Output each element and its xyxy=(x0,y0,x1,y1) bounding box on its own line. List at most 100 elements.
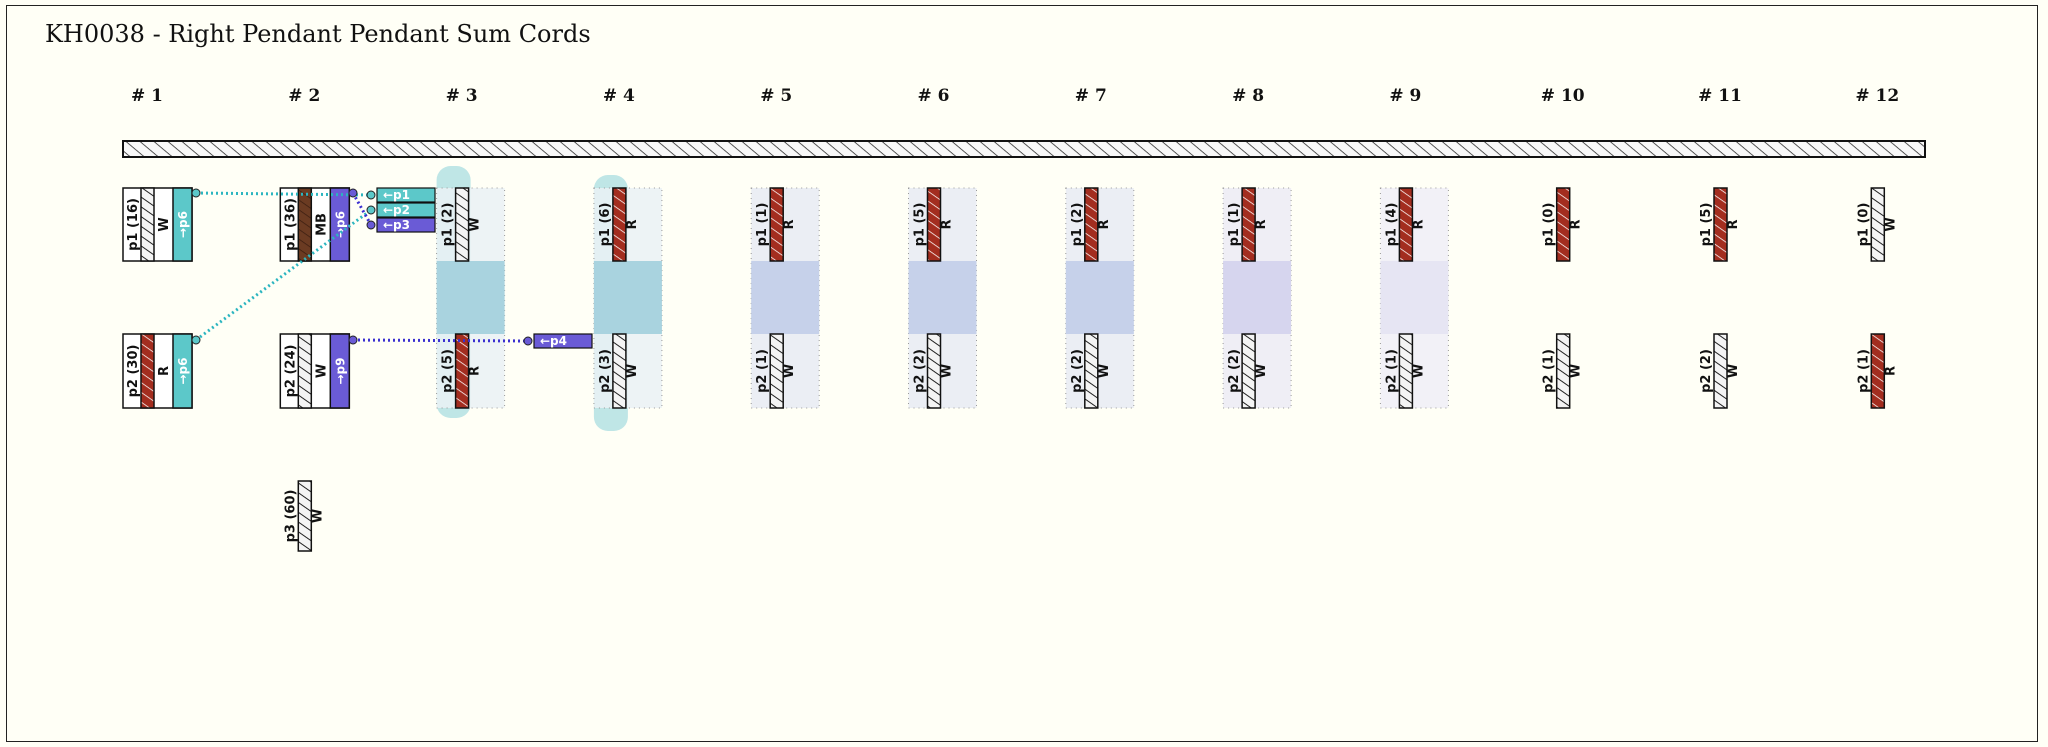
group-label: # 11 xyxy=(1698,86,1742,106)
cord-color-label: MB xyxy=(314,213,329,236)
cord-color-label: R xyxy=(1411,219,1426,229)
sum-connector-line xyxy=(352,338,529,343)
page-title: KH0038 - Right Pendant Pendant Sum Cords xyxy=(45,20,591,48)
sum-group-band xyxy=(751,261,820,334)
pendant-cord[interactable] xyxy=(1870,333,1886,409)
sum-connector-line xyxy=(195,208,372,342)
connector-dot xyxy=(523,336,533,346)
cord-color-label: R xyxy=(625,219,640,229)
pendant-cord[interactable] xyxy=(612,333,627,409)
cord-label: p1 (4) xyxy=(1384,203,1399,247)
group-label: # 4 xyxy=(603,86,635,106)
cord-color-label: R xyxy=(940,219,955,229)
cord-color-label: R xyxy=(1254,219,1269,229)
cord-label: p1 (1) xyxy=(755,203,770,247)
cord-label: p1 (2) xyxy=(441,203,456,247)
pendant-cord[interactable] xyxy=(769,187,784,262)
cord-tag-cell xyxy=(172,187,193,262)
cord-color-label: W xyxy=(1411,364,1426,378)
diagram-frame xyxy=(6,5,2038,742)
pendant-cord[interactable] xyxy=(1084,333,1099,409)
pendant-cord[interactable] xyxy=(926,187,942,262)
sum-group-band xyxy=(593,261,662,334)
cord-color-label: R xyxy=(782,219,797,229)
group-label: # 9 xyxy=(1389,86,1421,106)
sum-connector-line xyxy=(195,191,372,197)
connector-dot xyxy=(366,220,376,230)
pendant-cord[interactable] xyxy=(297,480,313,552)
group-label: # 3 xyxy=(446,86,478,106)
sum-tag[interactable] xyxy=(376,187,436,203)
cord-color-label: W xyxy=(940,364,955,378)
cord-label: p3 (60) xyxy=(283,490,298,543)
pendant-cord[interactable] xyxy=(926,333,942,409)
cord-color-label: W xyxy=(1097,364,1112,378)
group-label: # 1 xyxy=(131,86,163,106)
cord-label: p2 (5) xyxy=(441,349,456,393)
cord-color-label: W xyxy=(625,364,640,378)
pendant-cord[interactable] xyxy=(1555,187,1571,262)
pendant-cord[interactable] xyxy=(1713,187,1728,262)
sum-tag-label: ←p4 xyxy=(540,334,567,348)
pendant-cord[interactable] xyxy=(454,333,470,409)
cord-label: p2 (3) xyxy=(598,349,613,393)
cord-color-label: W xyxy=(314,364,329,378)
cord-label: p2 (2) xyxy=(1070,349,1085,393)
pendant-cord[interactable] xyxy=(1084,187,1099,262)
pendant-cord[interactable] xyxy=(1398,333,1414,409)
pendant-cord[interactable] xyxy=(1398,187,1414,262)
cord-label: p2 (1) xyxy=(1542,349,1557,393)
cord-sum-tag[interactable]: →p9 xyxy=(333,358,347,385)
pendant-cord[interactable] xyxy=(1713,333,1728,409)
cord-color-label: R xyxy=(1726,219,1741,229)
pendant-cord[interactable] xyxy=(297,333,313,409)
pendant-cord[interactable] xyxy=(1241,187,1256,262)
group-label: # 2 xyxy=(288,86,320,106)
connector-dot xyxy=(348,188,358,198)
pendant-cord[interactable] xyxy=(297,187,313,262)
sum-group-band xyxy=(908,261,977,334)
cord-color-label: W xyxy=(1569,364,1584,378)
cord-color-label: R xyxy=(1569,219,1584,229)
group-label: # 7 xyxy=(1075,86,1107,106)
sum-group-band xyxy=(436,261,505,334)
connector-dot xyxy=(191,335,201,345)
sum-tag[interactable] xyxy=(376,202,436,218)
cord-label: p1 (0) xyxy=(1542,203,1557,247)
pendant-cord[interactable] xyxy=(769,333,784,409)
cord-color-label: R xyxy=(1883,366,1898,376)
cord-label: p2 (1) xyxy=(755,349,770,393)
pendant-cord[interactable] xyxy=(612,187,627,262)
group-label: # 8 xyxy=(1232,86,1264,106)
sum-tag[interactable] xyxy=(376,217,436,233)
sum-group-band xyxy=(1065,261,1134,334)
cord-sum-tag[interactable]: →p6 xyxy=(176,358,190,385)
cord-label: p1 (0) xyxy=(1856,203,1871,247)
cord-sum-tag[interactable]: →p6 xyxy=(333,211,347,238)
pendant-cord[interactable] xyxy=(140,187,155,262)
cord-color-label: W xyxy=(1883,217,1898,231)
pendant-cord[interactable] xyxy=(1870,187,1886,262)
primary-cord xyxy=(122,140,1926,158)
cord-color-label: W xyxy=(1254,364,1269,378)
cord-label: p1 (1) xyxy=(1227,203,1242,247)
cord-color-label: R xyxy=(1097,219,1112,229)
group-label: # 12 xyxy=(1855,86,1899,106)
cord-sum-tag[interactable]: →p6 xyxy=(176,211,190,238)
connector-dot xyxy=(348,335,358,345)
cord-label: p2 (2) xyxy=(1699,349,1714,393)
group-label: # 10 xyxy=(1541,86,1585,106)
cord-label: p1 (36) xyxy=(283,198,298,251)
cord-label: p2 (1) xyxy=(1856,349,1871,393)
sum-tag[interactable] xyxy=(533,333,593,349)
pendant-cord[interactable] xyxy=(140,333,155,409)
pendant-cord[interactable] xyxy=(1241,333,1256,409)
connector-dot xyxy=(191,188,201,198)
pendant-cord[interactable] xyxy=(1555,333,1571,409)
cord-color-label: R xyxy=(157,366,172,376)
cord-label: p2 (2) xyxy=(1227,349,1242,393)
pendant-cord[interactable] xyxy=(454,187,470,262)
cord-label: p1 (5) xyxy=(1699,203,1714,247)
sum-tag-label: ←p1 xyxy=(383,188,410,202)
